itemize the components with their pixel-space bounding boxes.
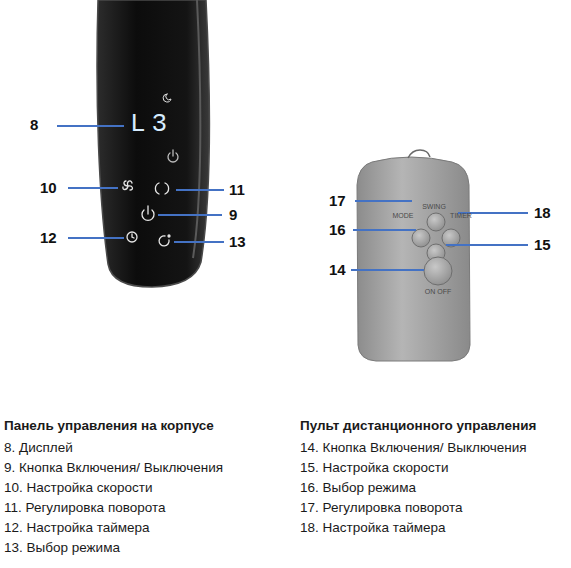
- list-item: 10. Настройка скорости: [4, 480, 153, 496]
- list-item: 18. Настройка таймера: [300, 520, 446, 536]
- button-label: TIMER: [450, 212, 472, 220]
- callout-number: 18: [534, 204, 551, 222]
- remote-body: [357, 157, 470, 361]
- list-item: 14. Кнопка Включения/ Выключения: [300, 440, 527, 456]
- section-heading: Панель управления на корпусе: [4, 418, 214, 434]
- callout-number: 11: [229, 181, 245, 199]
- callout-number: 13: [229, 233, 246, 251]
- list-item: 13. Выбор режима: [4, 540, 120, 556]
- button-label: ON OFF: [425, 288, 451, 296]
- callout-number: 12: [40, 229, 57, 247]
- list-item: 16. Выбор режима: [300, 480, 416, 496]
- list-item: 9. Кнопка Включения/ Выключения: [4, 460, 223, 476]
- callout-number: 15: [534, 236, 551, 254]
- leader-lines: [57, 126, 528, 270]
- list-item: 8. Дисплей: [4, 440, 73, 456]
- list-item: 12. Настройка таймера: [4, 520, 150, 536]
- remote-buttons: [412, 213, 460, 285]
- callout-number: 10: [40, 179, 57, 197]
- section-heading: Пульт дистанционного управления: [300, 418, 536, 434]
- fan-body: [97, 0, 209, 287]
- callout-number: 17: [329, 192, 346, 210]
- list-item: 15. Настройка скорости: [300, 460, 449, 476]
- callout-number: 8: [30, 116, 38, 134]
- callout-number: 14: [329, 261, 346, 279]
- body-highlight: [193, 0, 200, 258]
- remote-strap: [408, 150, 430, 158]
- list-item: 17. Регулировка поворота: [300, 500, 463, 516]
- callout-number: 16: [329, 221, 346, 239]
- panel-icons: [123, 94, 178, 246]
- display-readout: L3: [130, 109, 173, 140]
- callout-number: 9: [229, 206, 237, 224]
- list-item: 11. Регулировка поворота: [4, 500, 166, 516]
- button-label: MODE: [393, 212, 414, 220]
- button-label: SWING: [422, 203, 446, 211]
